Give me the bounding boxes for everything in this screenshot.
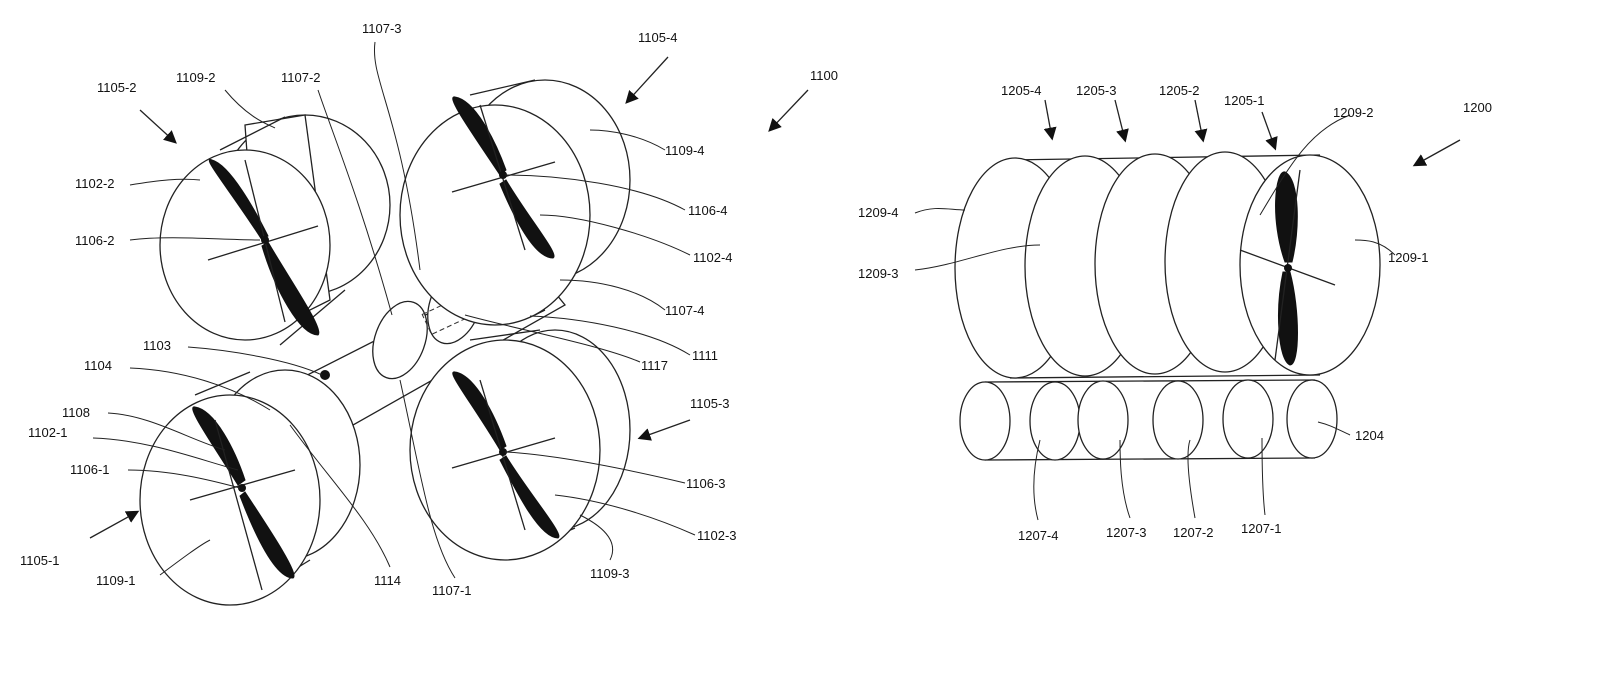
label-1204: 1204 [1355, 428, 1384, 443]
duct-1105-4 [399, 79, 631, 326]
figure-1200: 1205-4 1205-3 1205-2 1205-1 1209-2 1200 … [858, 83, 1492, 543]
battery-1204 [959, 379, 1338, 461]
leader-lines-1100 [89, 41, 809, 579]
label-1117: 1117 [641, 358, 668, 373]
label-1109-1: 1109-1 [96, 573, 136, 588]
label-1207-1: 1207-1 [1241, 521, 1281, 536]
label-1207-4: 1207-4 [1018, 528, 1058, 543]
label-1200: 1200 [1463, 100, 1492, 115]
label-1205-3: 1205-3 [1076, 83, 1116, 98]
label-1102-2: 1102-2 [75, 176, 115, 191]
label-1105-4: 1105-4 [638, 30, 678, 45]
leader-lines-1200 [914, 99, 1461, 521]
label-1107-4: 1107-4 [665, 303, 705, 318]
label-1105-1: 1105-1 [20, 553, 60, 568]
label-1107-2: 1107-2 [281, 70, 321, 85]
label-1109-2: 1109-2 [176, 70, 216, 85]
label-1109-3: 1109-3 [590, 566, 630, 581]
label-1205-1: 1205-1 [1224, 93, 1264, 108]
point-1103 [320, 370, 330, 380]
label-1102-3: 1102-3 [697, 528, 737, 543]
label-1109-4: 1109-4 [665, 143, 705, 158]
label-1102-4: 1102-4 [693, 250, 733, 265]
label-1107-3: 1107-3 [362, 21, 402, 36]
reference-labels-1200: 1205-4 1205-3 1205-2 1205-1 1209-2 1200 … [858, 83, 1492, 543]
label-1209-2: 1209-2 [1333, 105, 1373, 120]
label-1108: 1108 [62, 405, 90, 420]
label-1205-2: 1205-2 [1159, 83, 1199, 98]
label-1111: 1111 [692, 348, 718, 363]
label-1209-1: 1209-1 [1388, 250, 1428, 265]
label-1106-1: 1106-1 [70, 462, 110, 477]
figure-1100: 1107-3 1105-4 1100 1105-2 1109-2 1107-2 … [20, 21, 838, 606]
label-1207-3: 1207-3 [1106, 525, 1146, 540]
label-1106-3: 1106-3 [686, 476, 726, 491]
label-1105-2: 1105-2 [97, 80, 137, 95]
label-1105-3: 1105-3 [690, 396, 730, 411]
label-1209-3: 1209-3 [858, 266, 898, 281]
label-1107-1: 1107-1 [432, 583, 472, 598]
duct-stack-1205 [954, 151, 1381, 379]
duct-1105-1 [139, 369, 361, 606]
label-1106-2: 1106-2 [75, 233, 115, 248]
label-1102-1: 1102-1 [28, 425, 68, 440]
label-1103: 1103 [143, 338, 171, 353]
label-1104: 1104 [84, 358, 112, 373]
label-1205-4: 1205-4 [1001, 83, 1041, 98]
label-1207-2: 1207-2 [1173, 525, 1213, 540]
label-1106-4: 1106-4 [688, 203, 728, 218]
label-1100: 1100 [810, 68, 838, 83]
reference-labels-1100: 1107-3 1105-4 1100 1105-2 1109-2 1107-2 … [20, 21, 838, 598]
duct-1105-2 [159, 114, 391, 346]
label-1114: 1114 [374, 573, 401, 588]
label-1209-4: 1209-4 [858, 205, 898, 220]
duct-1105-3 [409, 329, 631, 561]
